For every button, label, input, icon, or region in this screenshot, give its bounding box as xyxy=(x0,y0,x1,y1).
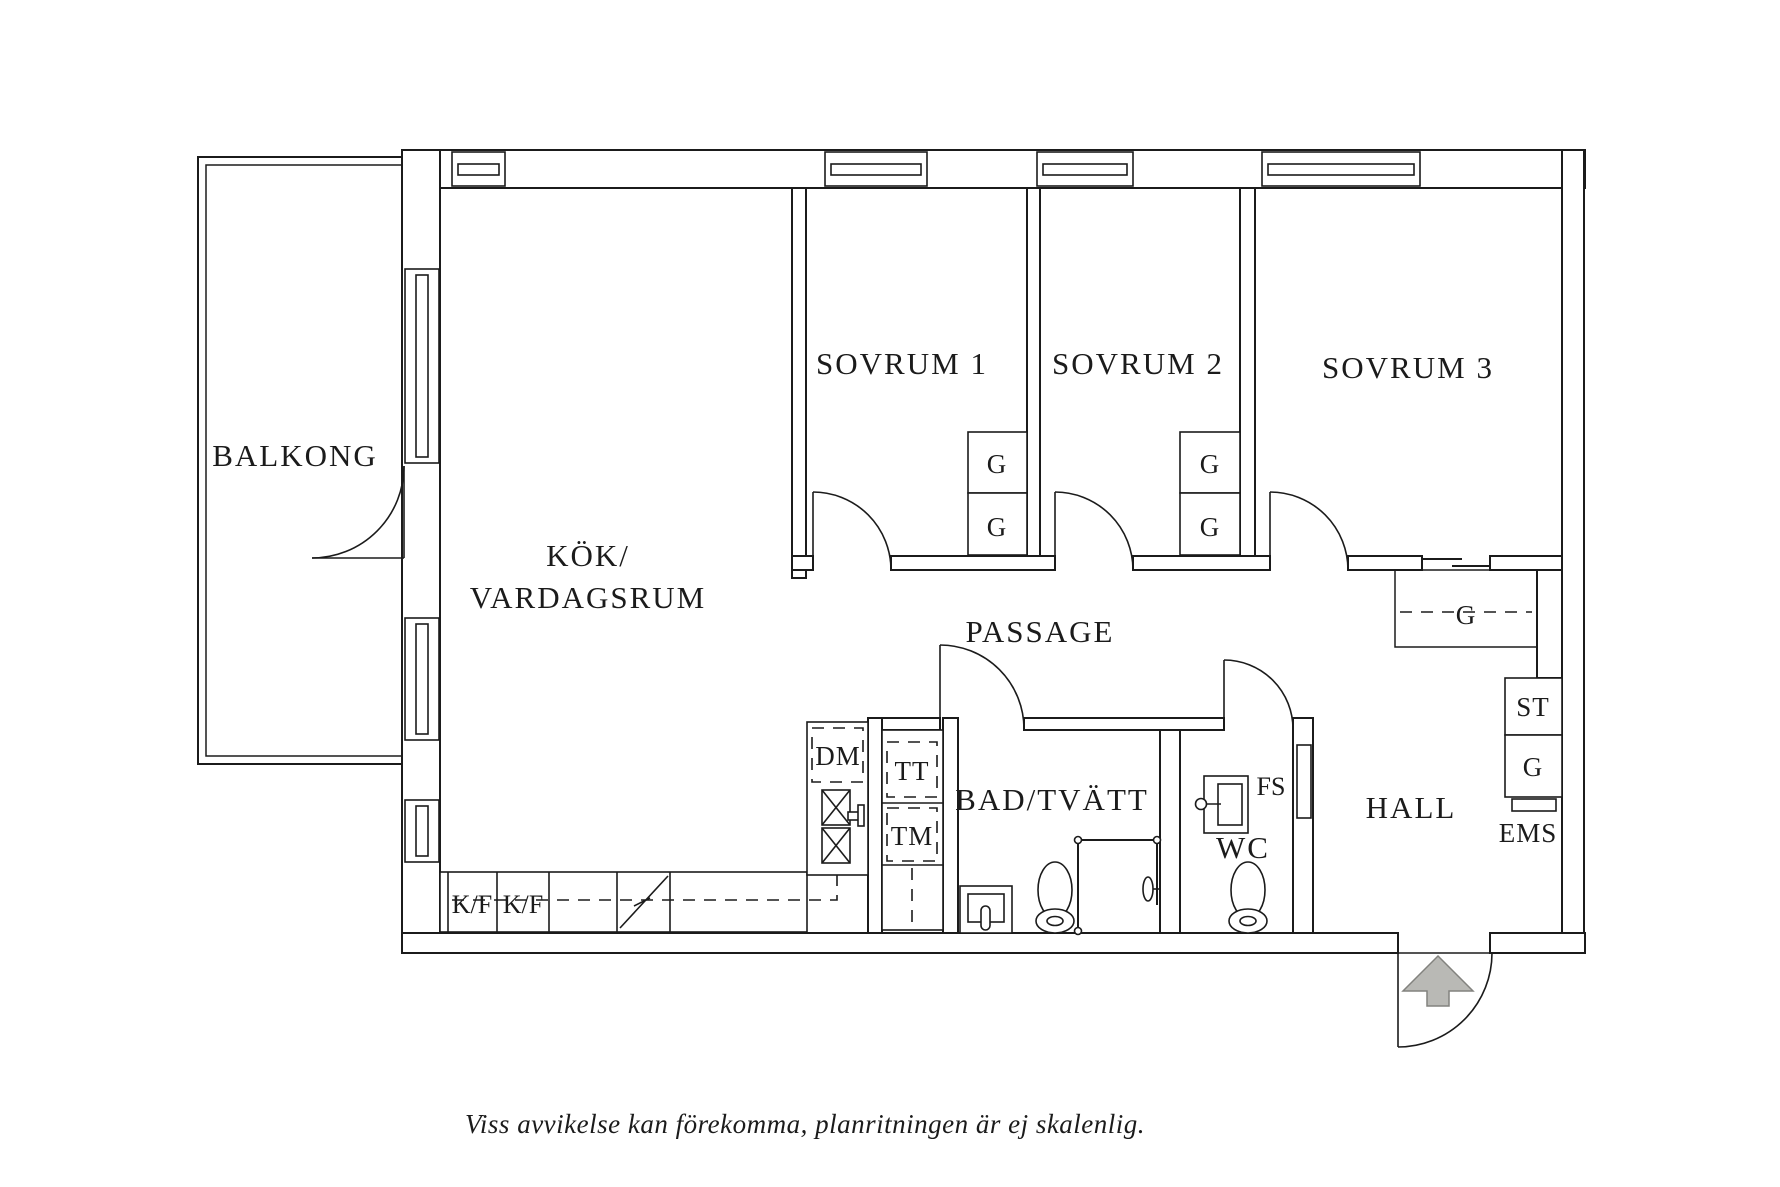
dryer-label: TT xyxy=(895,756,930,786)
cleaning-closet-label: ST xyxy=(1516,692,1550,722)
wall-bedrooms-south-4 xyxy=(1347,555,1423,571)
electrical-cabinet: EMS xyxy=(1499,798,1558,848)
wall-bathroom-west xyxy=(942,717,959,934)
wardrobe-label: G xyxy=(987,449,1008,479)
hall-label: HALL xyxy=(1366,790,1457,825)
balcony-door-swing-icon xyxy=(311,465,405,559)
bathroom-label: BAD/TVÄTT xyxy=(955,782,1149,817)
wardrobe-label: G xyxy=(1200,512,1221,542)
toilet-icon xyxy=(1035,861,1075,934)
hall: HALL ST G EMS xyxy=(1366,677,1563,848)
kitchen-label-line1: KÖK/ xyxy=(546,538,630,573)
balcony-label: BALKONG xyxy=(212,438,378,473)
bedroom3-door-swing-icon xyxy=(1269,491,1349,571)
wall-bedroom1-west xyxy=(791,187,807,579)
kitchen-label-line2: VARDAGSRUM xyxy=(470,580,707,615)
vanity-sink-icon xyxy=(959,885,1013,934)
laundry-column: TT TM xyxy=(881,729,944,931)
wc-room: WC FS xyxy=(1194,744,1312,934)
passage-label: PASSAGE xyxy=(966,614,1115,649)
distribution-cabinet: FS xyxy=(1257,744,1312,819)
fridge-freezer-label: K/F xyxy=(452,890,492,919)
window-icon xyxy=(404,799,440,863)
bedroom3-closet: G xyxy=(1394,569,1538,648)
wardrobe-label: G xyxy=(1456,600,1477,630)
wardrobe-box: G xyxy=(1179,431,1241,494)
entrance-arrow-icon xyxy=(1401,954,1475,1007)
wall-bathroom-east xyxy=(1159,729,1181,934)
window-icon xyxy=(1261,151,1421,187)
wall-bottom-right xyxy=(1489,932,1586,954)
bedroom-3: SOVRUM 3 G xyxy=(1322,350,1538,648)
wc-sink-icon xyxy=(1194,775,1249,834)
wall-bottom-left xyxy=(401,932,1399,954)
electrical-cabinet-label: EMS xyxy=(1499,818,1558,848)
bathroom: BAD/TVÄTT xyxy=(955,782,1162,936)
wardrobe-label: G xyxy=(1523,752,1544,782)
wardrobe-box: G xyxy=(967,492,1028,556)
bedroom-2: SOVRUM 2 G G xyxy=(1052,346,1241,556)
closet-sliding-door-icon xyxy=(1422,558,1490,567)
dishwasher-label: DM xyxy=(815,741,861,771)
wc-door-swing-icon xyxy=(1223,659,1294,730)
kitchen-counter: K/F K/F xyxy=(439,782,838,933)
wall-bedroom1-2-divider xyxy=(1026,187,1041,571)
bedroom2-door-swing-icon xyxy=(1054,491,1134,571)
sink-icon xyxy=(821,789,865,864)
window-icon xyxy=(404,268,440,464)
wc-label: WC xyxy=(1216,830,1270,865)
doors xyxy=(311,465,1493,1048)
wardrobe-label: G xyxy=(987,512,1008,542)
window-icon xyxy=(451,151,506,187)
wardrobe-box: G xyxy=(1179,492,1241,556)
faucet-icon xyxy=(847,804,865,827)
dryer-box: TT xyxy=(886,741,938,798)
entrance-door-swing-icon xyxy=(1397,952,1493,1048)
dishwasher-box: DM xyxy=(811,727,864,783)
windows xyxy=(404,151,1421,863)
washing-machine-label: TM xyxy=(891,821,934,851)
kitchen-living-room: KÖK/ VARDAGSRUM K/F K/F DM xyxy=(439,538,869,933)
window-icon xyxy=(404,617,440,741)
toilet-icon xyxy=(1228,861,1268,934)
window-icon xyxy=(1036,151,1134,187)
disclaimer-text: Viss avvikelse kan förekomma, planritnin… xyxy=(465,1109,1145,1139)
bedroom1-label: SOVRUM 1 xyxy=(816,346,988,381)
kitchen-appliance-column: DM xyxy=(806,721,869,876)
balcony: BALKONG xyxy=(197,156,402,765)
wardrobe-label: G xyxy=(1200,449,1221,479)
bedroom-1: SOVRUM 1 G G xyxy=(816,346,1028,556)
window-icon xyxy=(824,151,928,187)
shower-icon xyxy=(1073,835,1162,936)
wall-bedrooms-south-5 xyxy=(1489,555,1563,571)
balcony-outline-inner xyxy=(205,164,402,757)
bedroom3-label: SOVRUM 3 xyxy=(1322,350,1494,385)
wall-hall-northeast-shaft xyxy=(1536,569,1563,679)
wall-bedrooms-south-2 xyxy=(890,555,1056,571)
washing-machine-box: TM xyxy=(886,807,938,862)
wall-passage-south-2 xyxy=(1023,717,1225,731)
cleaning-closet-box: ST xyxy=(1504,677,1563,736)
wall-bedroom2-3-divider xyxy=(1239,187,1256,571)
fridge-freezer-label: K/F xyxy=(503,890,543,919)
wall-right xyxy=(1561,149,1585,954)
interior-walls xyxy=(791,187,1563,934)
wardrobe-box: G xyxy=(967,431,1028,494)
distribution-cabinet-label: FS xyxy=(1257,772,1286,801)
balcony-outline-outer xyxy=(197,156,402,765)
wall-bedrooms-south-3 xyxy=(1132,555,1271,571)
bedroom1-door-swing-icon xyxy=(812,491,892,571)
passage: PASSAGE xyxy=(966,614,1115,649)
wardrobe-box: G xyxy=(1504,734,1563,798)
wall-kitchen-laundry-divider xyxy=(867,717,883,934)
bedroom2-label: SOVRUM 2 xyxy=(1052,346,1224,381)
bathroom-door-swing-icon xyxy=(939,644,1025,730)
wall-bedrooms-south-1 xyxy=(791,555,814,571)
